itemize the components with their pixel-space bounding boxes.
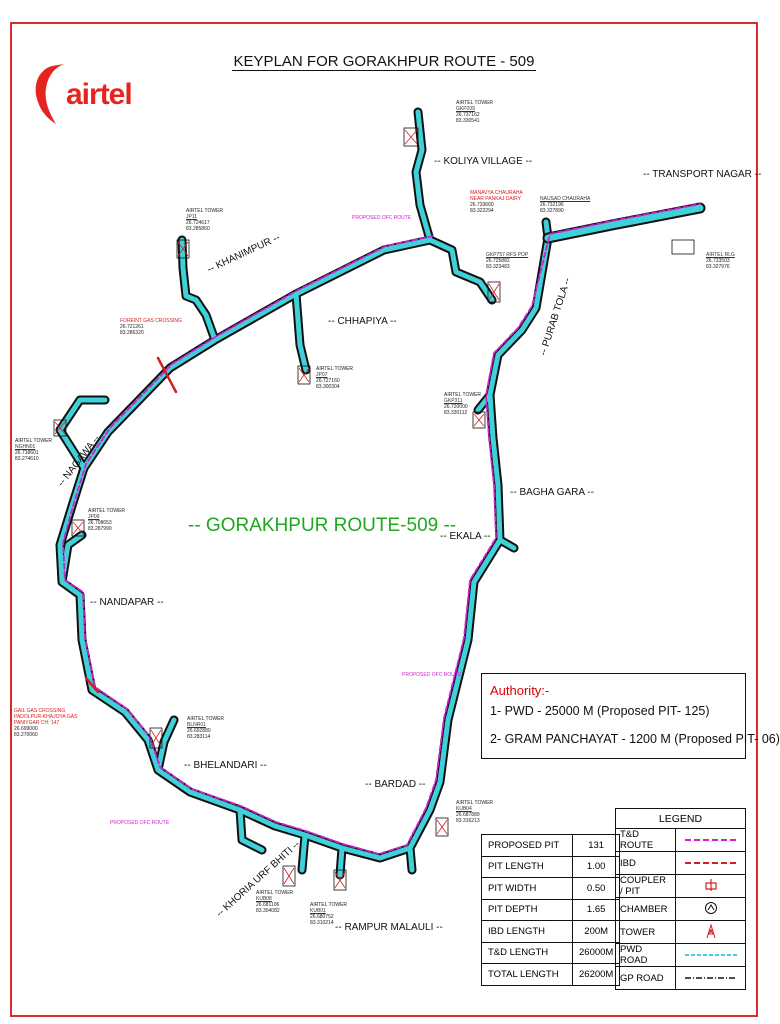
coupler-pit-icon bbox=[704, 878, 717, 891]
place-bardad: -- BARDAD -- bbox=[365, 779, 426, 790]
stat-label: IBD LENGTH bbox=[481, 920, 573, 943]
legend-label: IBD bbox=[615, 851, 676, 875]
legend-label: COUPLER / PIT bbox=[615, 874, 676, 898]
transport-road-fill bbox=[544, 204, 704, 242]
legend-table: LEGEND T&D ROUTE IBD COUPLER / PIT CHAMB… bbox=[615, 808, 746, 990]
drawing-frame bbox=[10, 22, 758, 1017]
place-rampur-malauli: -- RAMPUR MALAULI -- bbox=[335, 922, 443, 933]
legend-row: COUPLER / PIT bbox=[615, 874, 746, 898]
stat-value: 26200M bbox=[571, 963, 621, 986]
stat-value: 0.50 bbox=[571, 877, 621, 900]
place-bhelandari: -- BHELANDARI -- bbox=[184, 760, 267, 771]
stat-value: 131 bbox=[571, 834, 621, 857]
ibd-segment-1 bbox=[156, 356, 178, 394]
page-title: KEYPLAN FOR GORAKHPUR ROUTE - 509 bbox=[231, 53, 537, 71]
place-nandapar: -- NANDAPAR -- bbox=[90, 597, 164, 608]
legend-row: IBD bbox=[615, 851, 746, 875]
stat-label: TOTAL LENGTH bbox=[481, 963, 573, 986]
tower-icon bbox=[706, 922, 715, 938]
legend-label: GP ROAD bbox=[615, 966, 676, 990]
stat-label: PIT LENGTH bbox=[481, 855, 573, 878]
logo-text: airtel bbox=[66, 78, 133, 111]
legend-row: TOWER bbox=[615, 920, 746, 944]
authority-item: 1- PWD - 25000 M (Proposed PIT- 125) bbox=[490, 704, 710, 718]
place-koliya-village: -- KOLIYA VILLAGE -- bbox=[434, 156, 533, 167]
place-ekala: -- EKALA -- bbox=[440, 531, 491, 542]
note-gail-gas: GAIL GAS CROSSING PADOLPUR-KHAJOYA GAS P… bbox=[14, 708, 78, 738]
road-fill bbox=[57, 109, 703, 878]
authority-box: Authority:- 1- PWD - 25000 M (Proposed P… bbox=[481, 673, 780, 759]
stat-value: 1.00 bbox=[571, 855, 621, 878]
legend-label: CHAMBER bbox=[615, 897, 676, 921]
legend-row: PWD ROAD bbox=[615, 943, 746, 967]
pwd-road-line-icon bbox=[684, 953, 737, 956]
note-proposed-ofc-2: PROPOSED OFC ROUTE bbox=[402, 672, 462, 678]
note-proposed-ofc-1: PROPOSED OFC ROUTE bbox=[352, 215, 412, 221]
ibd-segment-2 bbox=[84, 676, 100, 694]
legend-label: T&D ROUTE bbox=[615, 828, 676, 852]
place-transport-nagar: -- TRANSPORT NAGAR -- bbox=[643, 169, 762, 180]
chamber-icon bbox=[704, 901, 717, 914]
ofc-route bbox=[62, 203, 701, 855]
road-network bbox=[55, 107, 706, 880]
legend-label: TOWER bbox=[615, 920, 676, 944]
place-bagha-gara: -- BAGHA GARA -- bbox=[510, 487, 594, 498]
legend-row: T&D ROUTE bbox=[615, 828, 746, 852]
legend-row: GP ROAD bbox=[615, 966, 746, 990]
stat-value: 200M bbox=[571, 920, 621, 943]
authority-title: Authority:- bbox=[490, 683, 550, 698]
stat-label: PROPOSED PIT bbox=[481, 834, 573, 857]
stat-label: T&D LENGTH bbox=[481, 941, 573, 964]
ibd-line-icon bbox=[684, 861, 737, 864]
stat-value: 1.65 bbox=[571, 898, 621, 921]
stat-label: PIT WIDTH bbox=[481, 877, 573, 900]
airtel-logo bbox=[35, 64, 64, 124]
stat-label: PIT DEPTH bbox=[481, 898, 573, 921]
legend-label: PWD ROAD bbox=[615, 943, 676, 967]
note-proposed-ofc-3: PROPOSED OFC ROUTE bbox=[110, 820, 170, 826]
legend-title: LEGEND bbox=[615, 808, 746, 829]
stat-value: 26000M bbox=[571, 941, 621, 964]
place-chhapiya: -- CHHAPIYA -- bbox=[328, 316, 397, 327]
route-title: -- GORAKHPUR ROUTE-509 -- bbox=[188, 515, 457, 536]
td-route-line-icon bbox=[684, 838, 737, 841]
gp-road-line-icon bbox=[684, 976, 737, 979]
authority-item: 2- GRAM PANCHAYAT - 1200 M (Proposed PIT… bbox=[490, 732, 780, 746]
legend-row: CHAMBER bbox=[615, 897, 746, 921]
tower-sites bbox=[53, 127, 695, 891]
